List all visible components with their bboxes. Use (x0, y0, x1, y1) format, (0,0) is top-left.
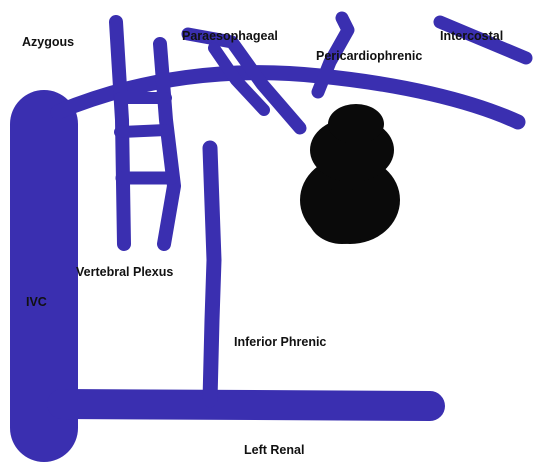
label-azygous: Azygous (22, 35, 74, 49)
label-vertebral-plexus: Vertebral Plexus (76, 265, 173, 279)
label-pericardiophrenic: Pericardiophrenic (316, 49, 422, 63)
label-paraesophageal: Paraesophageal (182, 29, 278, 43)
vertebral-plexus-rung-2 (120, 130, 166, 132)
inferior-phrenic-vessel (210, 148, 214, 400)
label-intercostal: Intercostal (440, 29, 503, 43)
label-ivc: IVC (26, 295, 47, 309)
label-inferior-phrenic: Inferior Phrenic (234, 335, 326, 349)
label-left-renal: Left Renal (244, 443, 304, 457)
mass-shape (300, 104, 400, 244)
left-renal-vessel (62, 404, 430, 406)
